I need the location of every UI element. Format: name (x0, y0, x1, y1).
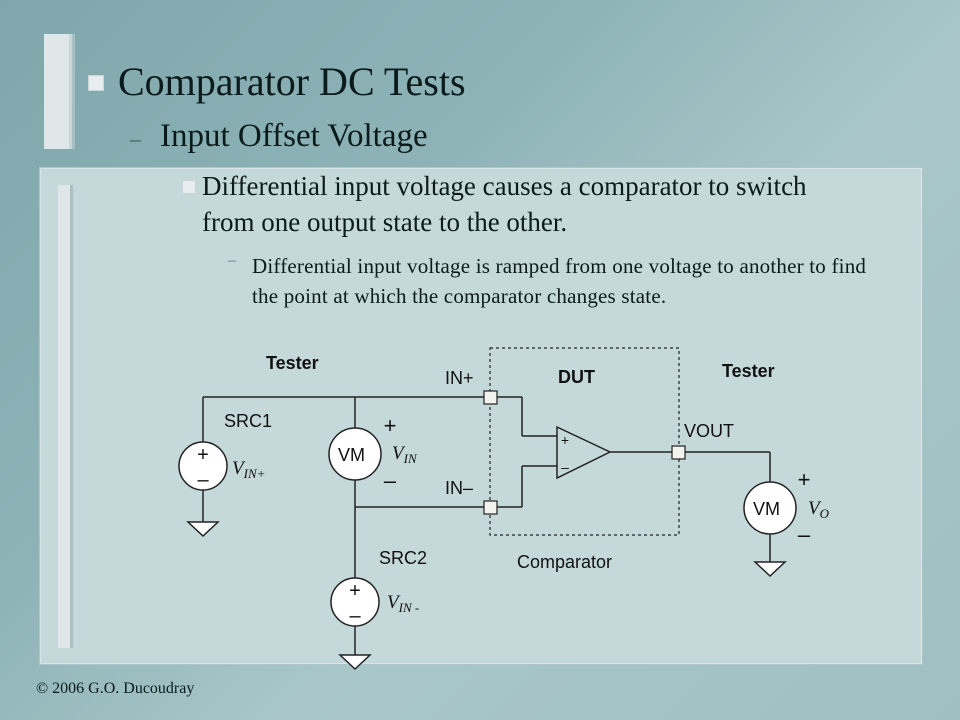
decorative-bar-top (44, 34, 75, 149)
decorative-bar-panel (58, 185, 73, 648)
comparator-label: Comparator (517, 552, 612, 572)
vo-symbol: VO (808, 498, 830, 521)
comparator-minus-sign: – (561, 459, 569, 475)
vm-left-plus-sign: + (384, 413, 397, 438)
vm-right-plus-sign: + (798, 467, 811, 492)
vm-left-meter-icon (328, 427, 382, 481)
ground-icon (338, 654, 372, 671)
slide-subtitle: Input Offset Voltage (160, 118, 428, 154)
ground-icon (753, 561, 787, 578)
comparator-symbol (556, 425, 612, 480)
vin-symbol: VIN (392, 443, 418, 466)
src1-voltage-source-icon (178, 441, 228, 491)
tester-left-label: Tester (266, 353, 319, 373)
sub-bullet-text: Differential input voltage is ramped fro… (252, 254, 867, 308)
slide-title: Comparator DC Tests (118, 59, 466, 104)
src1-label: SRC1 (224, 411, 272, 431)
plus-sign: + (349, 580, 361, 602)
vout-label: VOUT (684, 421, 734, 441)
src2-voltage-source-icon (330, 577, 380, 627)
in-plus-terminal (483, 390, 498, 405)
minus-sign: – (197, 469, 209, 491)
dash-bullet: – (228, 252, 236, 269)
src2-label: SRC2 (379, 548, 427, 568)
dash-bullet: – (130, 126, 141, 151)
footer-copyright: © 2006 G.O. Ducoudray (36, 680, 195, 697)
bullet-square-icon (88, 75, 104, 91)
vm-right-label: VM (753, 499, 780, 519)
plus-sign: + (197, 444, 209, 466)
bullet-text: Differential input voltage causes a comp… (202, 171, 807, 237)
vm-right-minus-sign: – (798, 522, 811, 547)
in-minus-terminal (483, 500, 498, 515)
vout-terminal (671, 445, 686, 460)
dut-label: DUT (558, 367, 595, 387)
content-panel (40, 168, 922, 664)
in-plus-label: IN+ (445, 368, 474, 388)
minus-sign: – (349, 605, 361, 627)
vm-left-minus-sign: – (384, 468, 397, 493)
comparator-plus-sign: + (561, 432, 569, 448)
vin-plus-symbol: VIN+ (232, 458, 265, 481)
vin-minus-symbol: VIN - (387, 592, 419, 615)
vm-right-meter-icon (743, 481, 797, 535)
vm-left-label: VM (338, 445, 365, 465)
bullet-square-icon (182, 180, 196, 194)
in-minus-label: IN– (445, 478, 473, 498)
tester-right-label: Tester (722, 361, 775, 381)
dut-boundary (489, 347, 680, 536)
ground-icon (186, 521, 220, 538)
